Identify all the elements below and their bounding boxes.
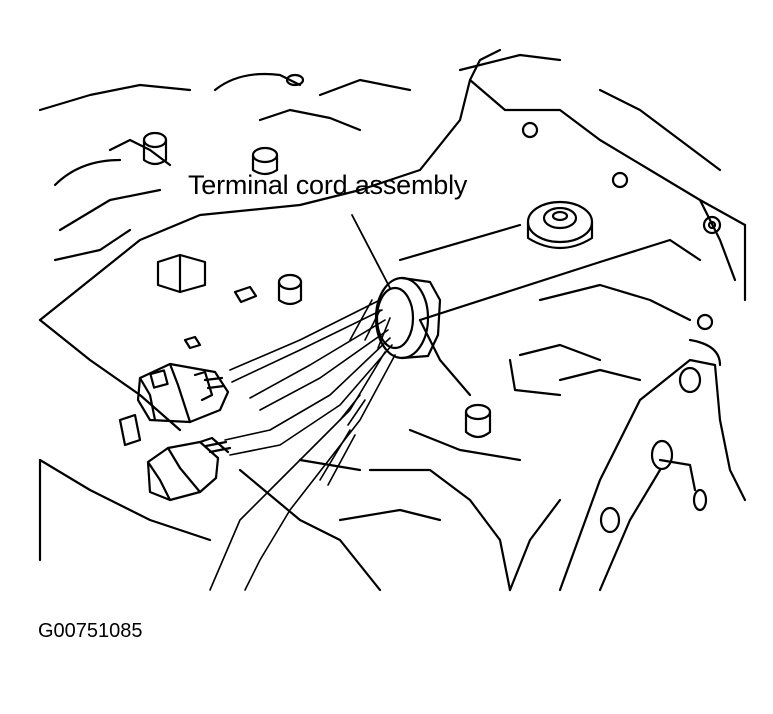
callout-label-terminal-cord-assembly: Terminal cord assembly xyxy=(188,170,468,200)
upper-connector xyxy=(136,362,230,424)
callout-leader-line xyxy=(351,214,391,289)
mounting-bosses xyxy=(142,73,722,439)
figure-id: G00751085 xyxy=(38,620,143,642)
wire-bundle xyxy=(209,299,396,591)
terminal-grommet xyxy=(374,276,442,360)
center-plug xyxy=(526,200,594,249)
side-plate xyxy=(508,338,747,592)
lower-connector xyxy=(146,436,232,502)
left-brackets xyxy=(118,253,258,447)
cylinder-body xyxy=(398,223,702,397)
lower-housing xyxy=(38,428,522,592)
valve-body-housing xyxy=(38,48,747,542)
